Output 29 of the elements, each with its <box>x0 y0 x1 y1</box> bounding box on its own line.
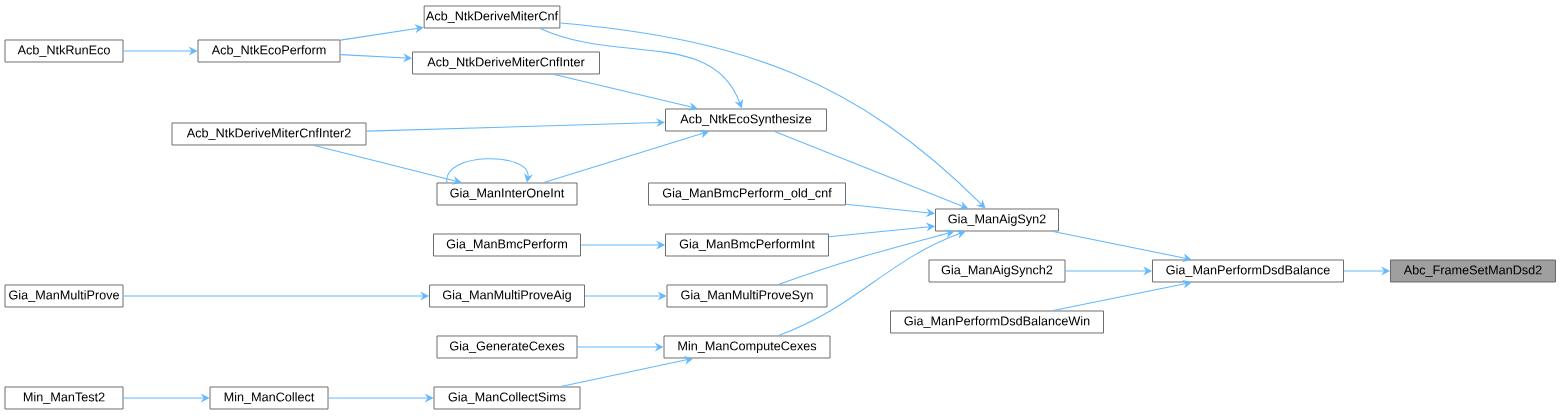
function-box: Gia_ManMultiProve <box>4 284 124 308</box>
function-box: Gia_ManMultiProveAig <box>429 284 585 308</box>
arrow <box>339 24 424 41</box>
function-box: Gia_ManCollectSims <box>433 386 581 410</box>
function-box: Acb_NtkDeriveMiterCnf <box>423 5 561 29</box>
arrow <box>446 158 533 184</box>
function-box: Gia_ManInterOneInt <box>436 182 578 206</box>
function-box: Gia_GenerateCexes <box>436 335 578 359</box>
function-box: Gia_ManMultiProveSyn <box>666 284 828 308</box>
function-box: Min_ManComputeCexes <box>663 335 831 359</box>
arrow <box>313 144 462 185</box>
function-box: Min_ManTest2 <box>4 386 124 410</box>
arrow <box>553 73 698 111</box>
function-box: Gia_ManBmcPerformInt <box>665 233 829 257</box>
function-box: Gia_ManAigSynch2 <box>928 259 1066 283</box>
function-box: Gia_ManBmcPerform_old_cnf <box>648 182 846 206</box>
function-box: Gia_ManAigSyn2 <box>935 208 1059 232</box>
function-box: Gia_ManBmcPerform <box>433 233 581 257</box>
function-box: Acb_NtkEcoSynthesize <box>665 108 827 132</box>
function-box: Acb_NtkDeriveMiterCnfInter2 <box>171 122 367 146</box>
function-box: Gia_ManPerformDsdBalanceWin <box>890 310 1104 334</box>
function-box: Gia_ManPerformDsdBalance <box>1152 259 1344 283</box>
function-box: Acb_NtkEcoPerform <box>197 39 341 63</box>
function-box: Min_ManCollect <box>209 386 329 410</box>
function-box: Acb_NtkRunEco <box>4 39 124 63</box>
function-box: Acb_NtkDeriveMiterCnfInter <box>412 51 600 75</box>
function-box: Abc_FrameSetManDsd2 <box>1390 259 1556 283</box>
arrow <box>1052 279 1192 312</box>
arrow <box>559 22 986 209</box>
